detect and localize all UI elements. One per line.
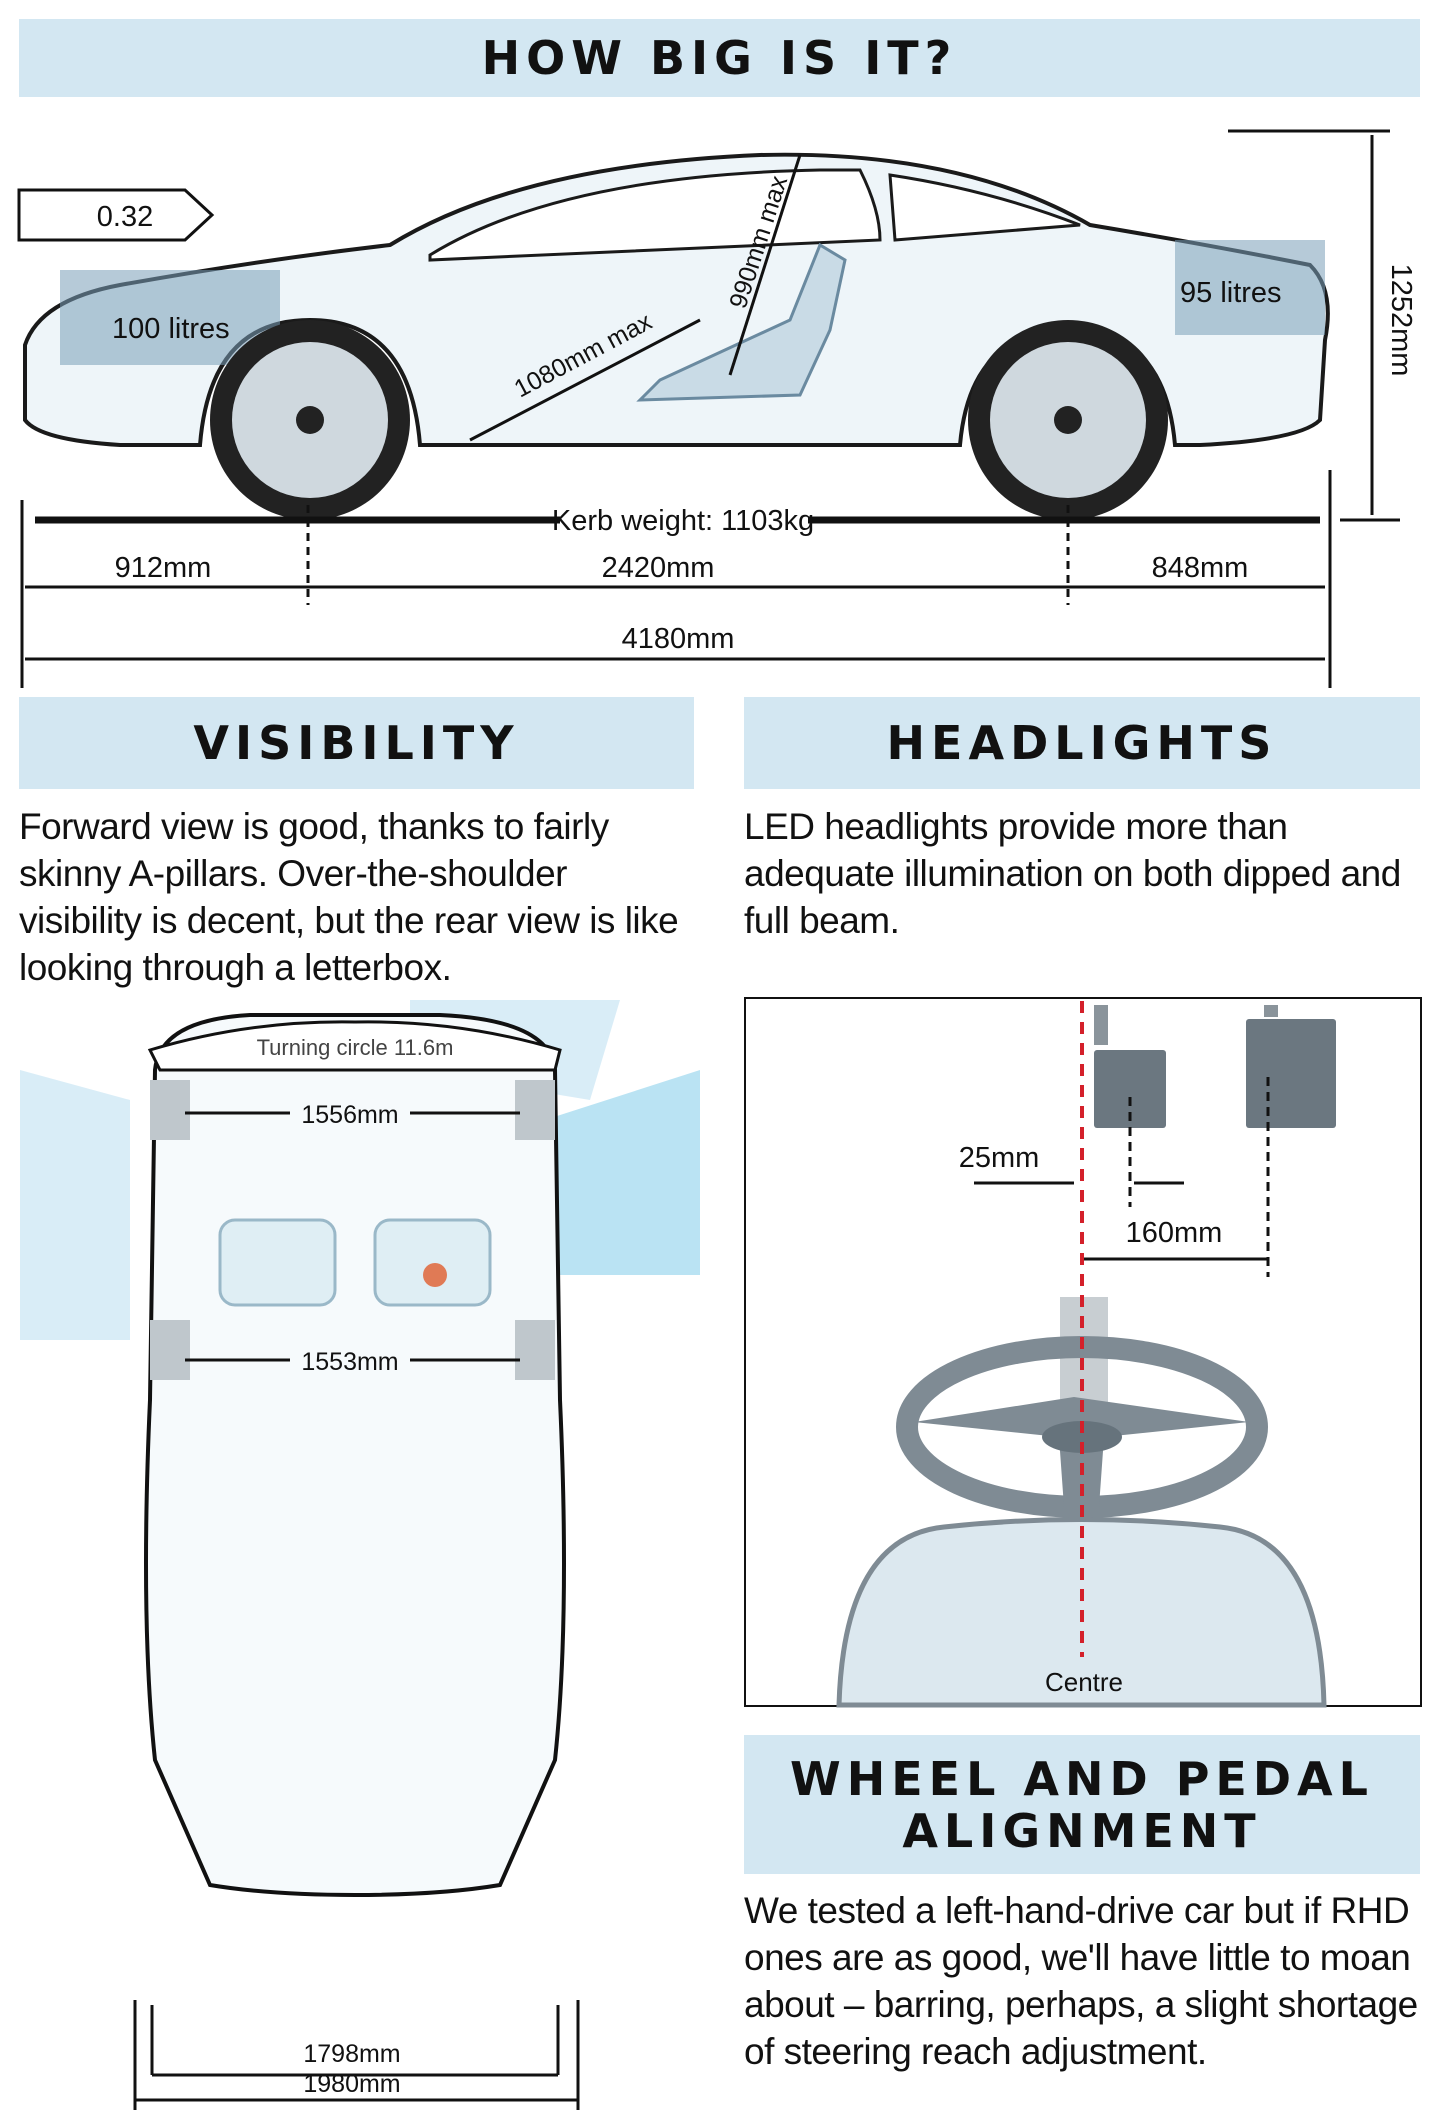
rear-track-label: 1553mm: [301, 1348, 398, 1376]
section-header-wheel-pedal: WHEEL AND PEDAL ALIGNMENT: [744, 1735, 1420, 1874]
front-boot-label: 100 litres: [112, 313, 230, 345]
wheel-pedal-text: We tested a left-hand-drive car but if R…: [744, 1890, 1418, 2072]
seat: [636, 242, 847, 402]
section-header-how-big: HOW BIG IS IT?: [19, 19, 1420, 97]
car-top-silhouette: [144, 1013, 566, 1898]
section-header-visibility: VISIBILITY: [19, 697, 694, 789]
kerb-weight-label: Kerb weight: 1103kg: [552, 505, 814, 537]
header-text: HOW BIG IS IT?: [481, 31, 958, 85]
header-text: WHEEL AND PEDAL ALIGNMENT: [790, 1751, 1374, 1858]
front-track-label: 1556mm: [301, 1101, 398, 1129]
visibility-cone-left: [20, 1070, 130, 1340]
rear-boot-label: 95 litres: [1180, 277, 1282, 309]
accelerator-pedal: [1246, 1019, 1336, 1128]
brake-pedal: [1094, 1050, 1166, 1128]
length-label: 4180mm: [622, 623, 735, 655]
rear-overhang-label: 848mm: [1152, 552, 1249, 584]
drag-coefficient-tag: 0.32: [17, 188, 215, 242]
width-mirrors-label: 1980mm: [303, 2070, 400, 2098]
centre-label: Centre: [1045, 1667, 1123, 1697]
headlights-text: LED headlights provide more than adequat…: [744, 806, 1401, 941]
alignment-diagram: 25mm 160mm Centre: [744, 997, 1422, 1708]
interior-arrows: [469, 154, 802, 442]
height-label: 1252mm: [1385, 264, 1417, 377]
header-text: HEADLIGHTS: [886, 716, 1278, 770]
header-text: VISIBILITY: [193, 716, 520, 770]
dimension-arrows: [974, 1077, 1270, 1277]
width-label: 1798mm: [303, 2040, 400, 2068]
rear-boot-highlight: [1175, 240, 1325, 335]
section-header-headlights: HEADLIGHTS: [744, 697, 1420, 789]
car-side-silhouette: [23, 152, 1330, 447]
track-arrows: [133, 1111, 580, 2110]
side-view-diagram: 0.32 100 litres 95 litres 1080mm max 990…: [17, 129, 1417, 688]
wheel-offset-label: 160mm: [1126, 1217, 1223, 1249]
turning-circle-label: Turning circle 11.6m: [257, 1035, 454, 1060]
top-view-diagram: Turning circle 11.6m 1556mm 1553mm 1798m…: [20, 1000, 700, 2110]
pedal-offset-label: 25mm: [959, 1142, 1040, 1174]
wheels: [210, 320, 1168, 520]
seats: [218, 1218, 492, 1307]
front-overhang-label: 912mm: [115, 552, 212, 584]
wheelbase-label: 2420mm: [602, 552, 715, 584]
drag-coefficient-label: 0.32: [97, 201, 153, 233]
visibility-text: Forward view is good, thanks to fairly s…: [19, 806, 679, 988]
wheel-arches: [150, 1080, 555, 1380]
dimension-lines: [20, 129, 1400, 688]
driver-marker: [423, 1263, 447, 1287]
